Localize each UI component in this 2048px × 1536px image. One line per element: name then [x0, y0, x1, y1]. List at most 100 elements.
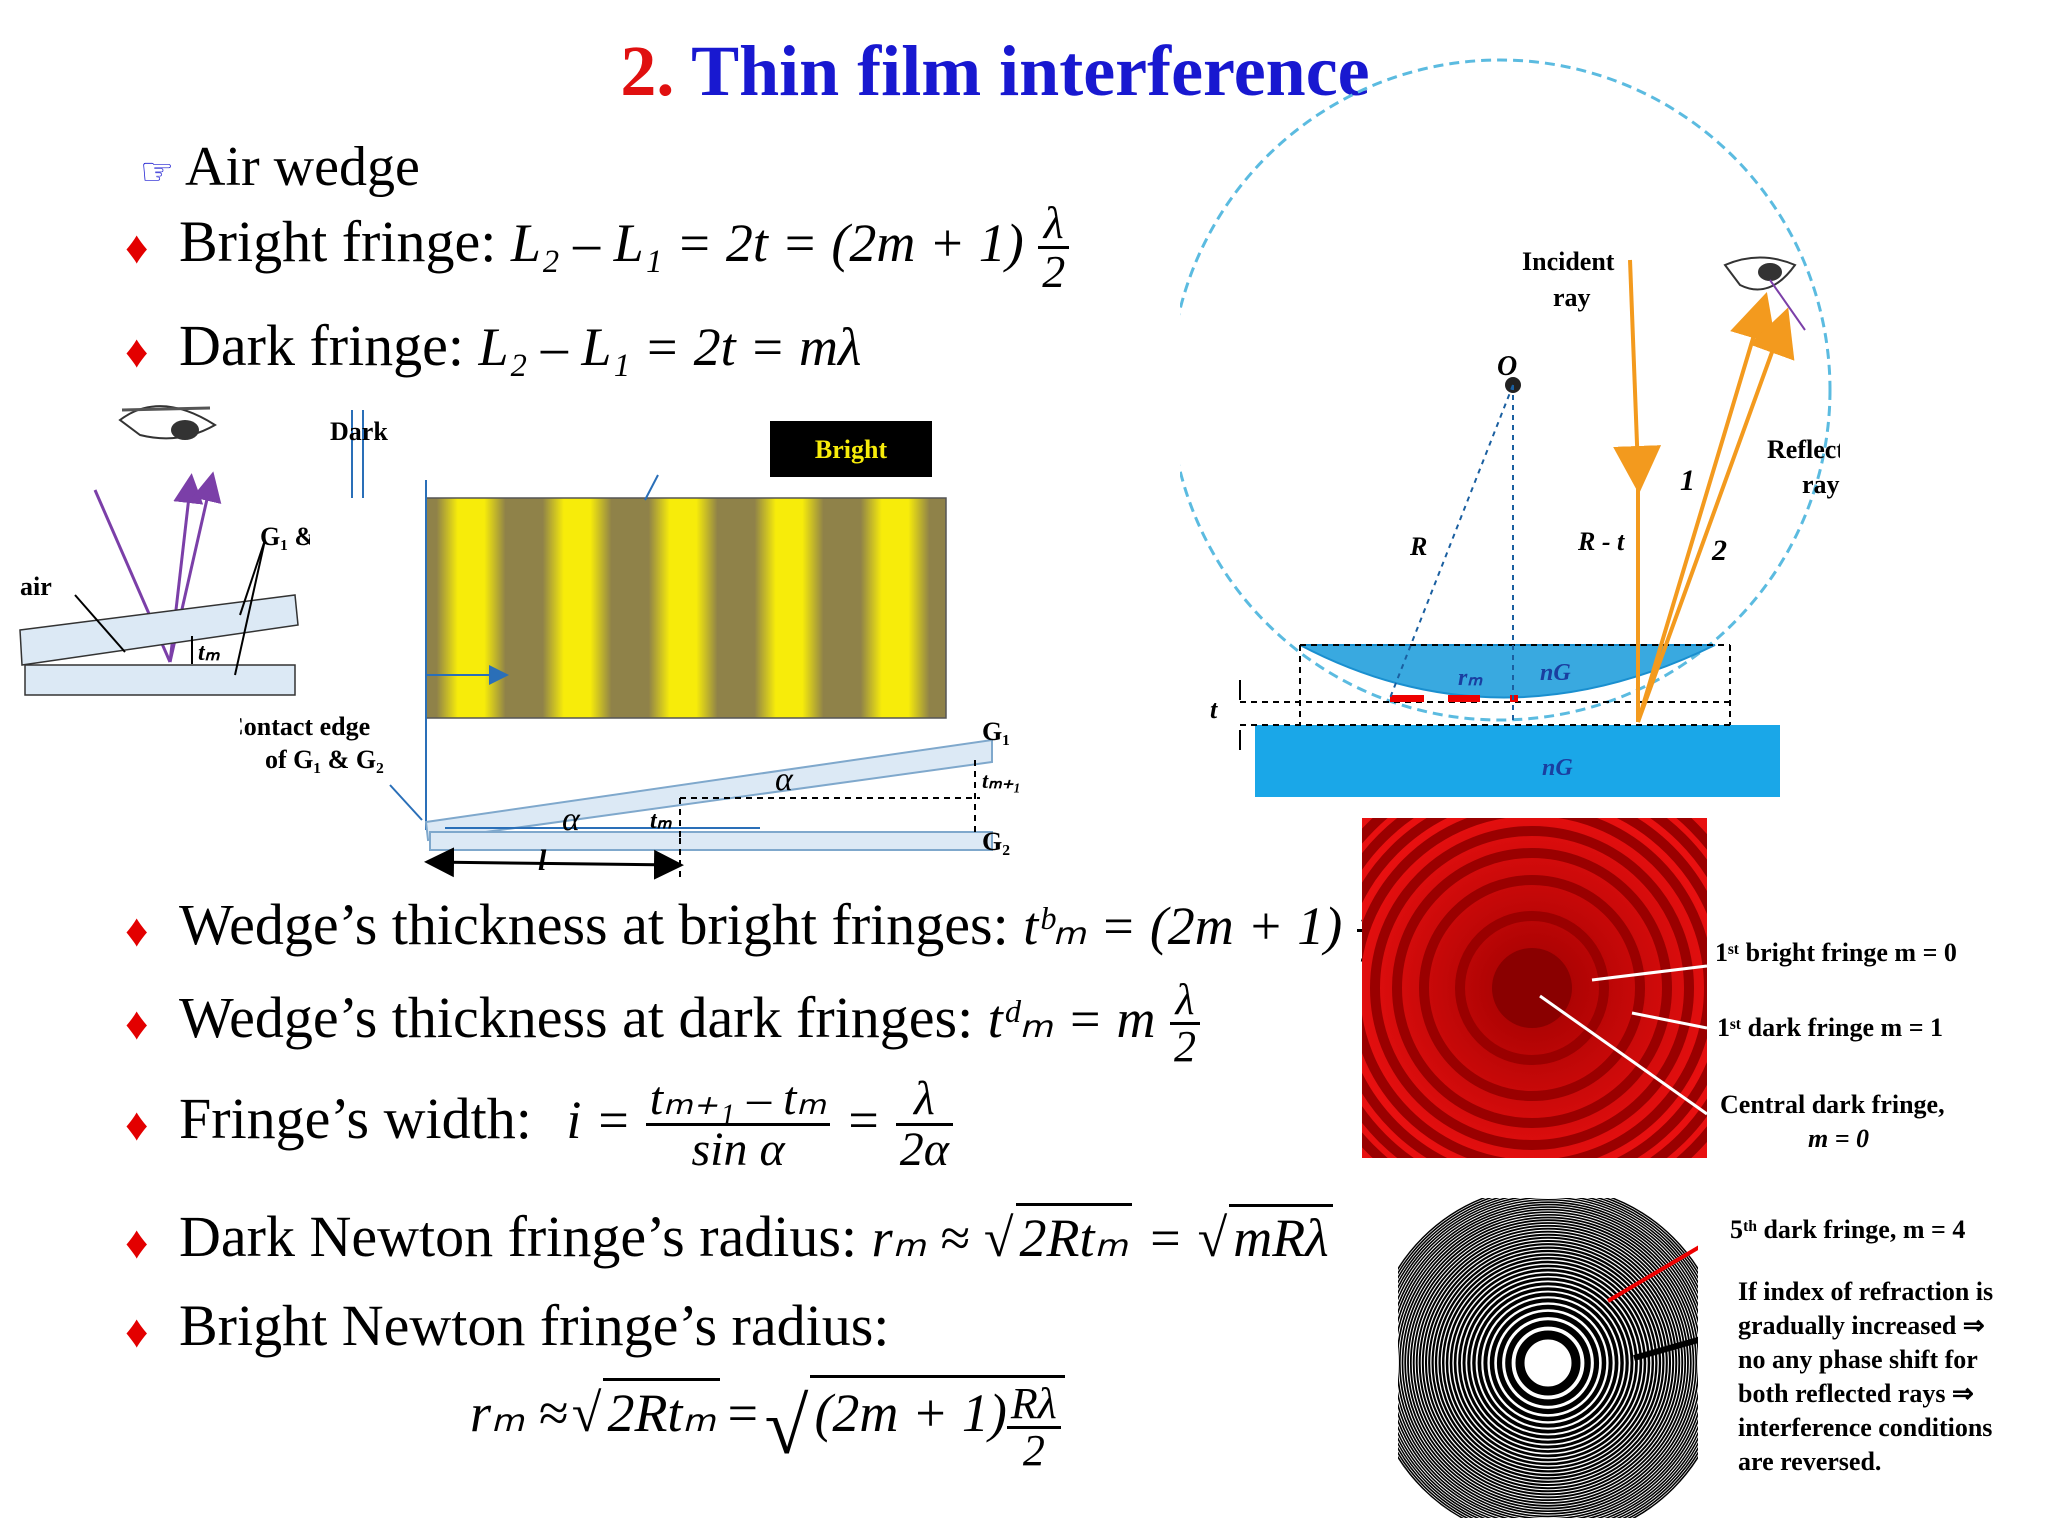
wedge-dark-label: Wedge’s thickness at dark fringes:	[179, 984, 974, 1050]
ring	[1438, 1253, 1658, 1473]
sqrt-icon: √	[764, 1383, 809, 1471]
wedge-bright-lhs: tᵇₘ = (2m + 1)	[1023, 895, 1343, 956]
subhead: ☞ Air wedge	[140, 135, 420, 199]
ring	[1496, 1311, 1600, 1415]
fraction-numerator: λ	[913, 1072, 935, 1125]
wedge-bright-label: Wedge’s thickness at bright fringes:	[179, 891, 1009, 957]
eye-icon	[1723, 256, 1806, 331]
ring	[1398, 1201, 1698, 1518]
dark-fringe-expr: L₂ – L₁ = 2t = mλ	[478, 317, 862, 377]
title-number: 2.	[620, 31, 675, 111]
wedge-dark-formula: ♦Wedge’s thickness at dark fringes: tᵈₘ …	[125, 978, 1201, 1069]
fringe-pattern	[425, 497, 947, 719]
dark-label: Dark	[330, 417, 388, 446]
air-label: air	[20, 572, 52, 601]
note-line: interference conditions	[1738, 1413, 1993, 1442]
ring	[1428, 1243, 1668, 1483]
dark-fringe-label: Dark fringe:	[179, 313, 465, 378]
title-text: Thin film interference	[691, 31, 1370, 111]
reflection-label-2: rays	[1802, 470, 1840, 499]
ring	[1515, 1330, 1581, 1396]
ring	[1472, 1287, 1624, 1439]
fraction-denominator: sin α	[645, 1123, 831, 1174]
fraction-denominator: 2	[1038, 246, 1070, 295]
fraction-denominator: 2	[1170, 1022, 1201, 1069]
equals-sign: =	[1146, 1208, 1184, 1268]
ring	[1424, 1239, 1672, 1487]
bright-newton-formula: ♦Bright Newton fringe’s radius:	[125, 1292, 889, 1359]
ring	[1415, 1230, 1681, 1496]
ng-bottom-label: nG	[1542, 755, 1573, 781]
red-newton-rings	[1362, 818, 1707, 1158]
note-line: gradually increased ⇒	[1738, 1311, 1985, 1340]
ring	[1453, 1268, 1643, 1458]
air-wedge-sketch: air G₁ & G₂ tₘ	[19, 405, 310, 696]
ring	[1477, 1292, 1619, 1434]
ring	[1434, 1249, 1662, 1477]
plate-g1	[424, 738, 993, 842]
ring	[1467, 1282, 1629, 1444]
g2-label: G₂	[982, 827, 1010, 856]
l-label: l	[538, 844, 547, 877]
ray-1-label: 1	[1680, 464, 1695, 497]
reflection-label: Reflection	[1767, 435, 1840, 464]
diamond-bullet-icon: ♦	[125, 998, 149, 1049]
bright-newton-lhs: rₘ ≈	[470, 1383, 568, 1444]
bright-fringe-formula: ♦Bright fringe: L₂ – L₁ = 2t = (2m + 1) …	[125, 197, 1070, 295]
contact-edge-label-2: of G₁ & G₂	[265, 745, 384, 774]
fifth-dark-fringe-label: 5ᵗʰ dark fringe, m = 4	[1730, 1215, 1966, 1244]
ring	[1431, 1246, 1665, 1480]
alpha-label-2: α	[775, 761, 794, 798]
dark-fringe-formula: ♦ Dark fringe: L₂ – L₁ = 2t = mλ	[125, 312, 861, 379]
note-line: both reflected rays ⇒	[1738, 1379, 1974, 1408]
equals-sign: =	[844, 1089, 882, 1150]
t-label: t	[1210, 695, 1218, 724]
ring	[1398, 1211, 1698, 1515]
ring	[1462, 1277, 1634, 1449]
ring	[1398, 1198, 1698, 1518]
ring	[1401, 1216, 1695, 1510]
first-bright-fringe-label: 1ˢᵗ bright fringe m = 0	[1715, 938, 1957, 967]
ring	[1421, 1236, 1675, 1490]
bright-newton-inner: (2m + 1)	[814, 1383, 1007, 1444]
ring	[1441, 1256, 1655, 1470]
bright-fringe-label: Bright fringe:	[179, 208, 497, 274]
ring	[1409, 1224, 1687, 1502]
glass-plate	[1255, 725, 1780, 797]
ring	[1458, 1273, 1638, 1453]
dark-newton-lhs: rₘ ≈	[871, 1208, 970, 1268]
fraction-denominator: 2α	[895, 1123, 953, 1174]
contact-edge-label: Contact edge	[240, 712, 370, 741]
alpha-label-1: α	[562, 801, 581, 838]
sqrt-icon: √	[1197, 1208, 1228, 1268]
ring	[1449, 1264, 1647, 1462]
diamond-bullet-icon: ♦	[125, 326, 149, 378]
dark-newton-sqrt-2: mRλ	[1229, 1204, 1333, 1269]
sqrt-icon: √	[571, 1383, 602, 1444]
lens-circle	[1180, 58, 1832, 722]
center-o-label: O	[1497, 351, 1517, 382]
ring	[1398, 1213, 1698, 1513]
central-dark-fringe-label: Central dark fringe,	[1720, 1090, 1945, 1119]
fraction-numerator: λ	[1043, 197, 1064, 248]
page-title: 2. Thin film interference	[0, 30, 1990, 113]
fringe-width-label: Fringe’s width:	[179, 1085, 532, 1151]
ring	[1398, 1206, 1698, 1518]
fraction-numerator: tₘ₊₁ – tₘ	[649, 1072, 827, 1125]
diamond-bullet-icon: ♦	[125, 1099, 149, 1150]
newton-ring-geometry: Incident ray O R R - t 1 2 Reflection ra…	[1180, 58, 1840, 797]
dark-newton-label: Dark Newton fringe’s radius:	[179, 1204, 858, 1269]
ring	[1505, 1320, 1591, 1406]
diamond-bullet-icon: ♦	[125, 1217, 149, 1269]
tm1-label: tₘ₊₁	[982, 768, 1020, 793]
first-dark-fringe-label: 1ˢᵗ dark fringe m = 1	[1717, 1013, 1944, 1042]
diamond-bullet-icon: ♦	[125, 222, 149, 273]
subhead-label: Air wedge	[185, 136, 420, 198]
tm-wedge-label: tₘ	[650, 808, 673, 834]
